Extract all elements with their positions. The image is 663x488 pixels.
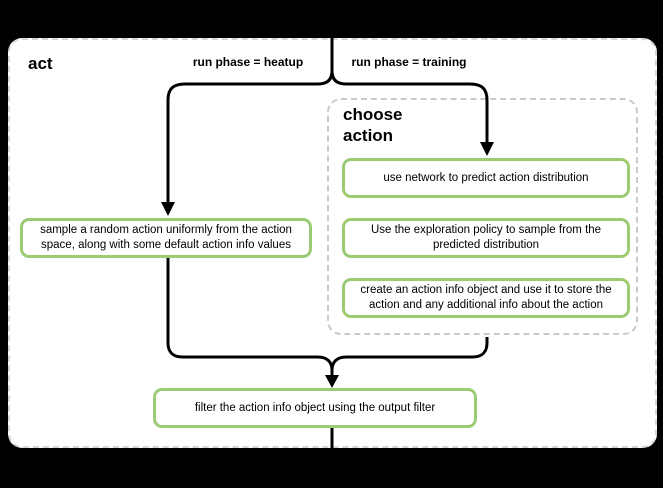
act-group-title: act: [28, 54, 53, 73]
node-filter-action-info: filter the action info object using the …: [153, 388, 477, 428]
branch-label-heatup: run phase = heatup: [192, 55, 304, 69]
node-sample-random-action: sample a random action uniformly from th…: [20, 218, 312, 258]
choose-action-group-title: choose action: [343, 105, 403, 145]
node-predict-action-distribution: use network to predict action distributi…: [342, 158, 630, 198]
branch-label-training: run phase = training: [351, 55, 467, 69]
node-create-action-info-object: create an action info object and use it …: [342, 278, 630, 318]
node-exploration-policy-sample: Use the exploration policy to sample fro…: [342, 218, 630, 258]
